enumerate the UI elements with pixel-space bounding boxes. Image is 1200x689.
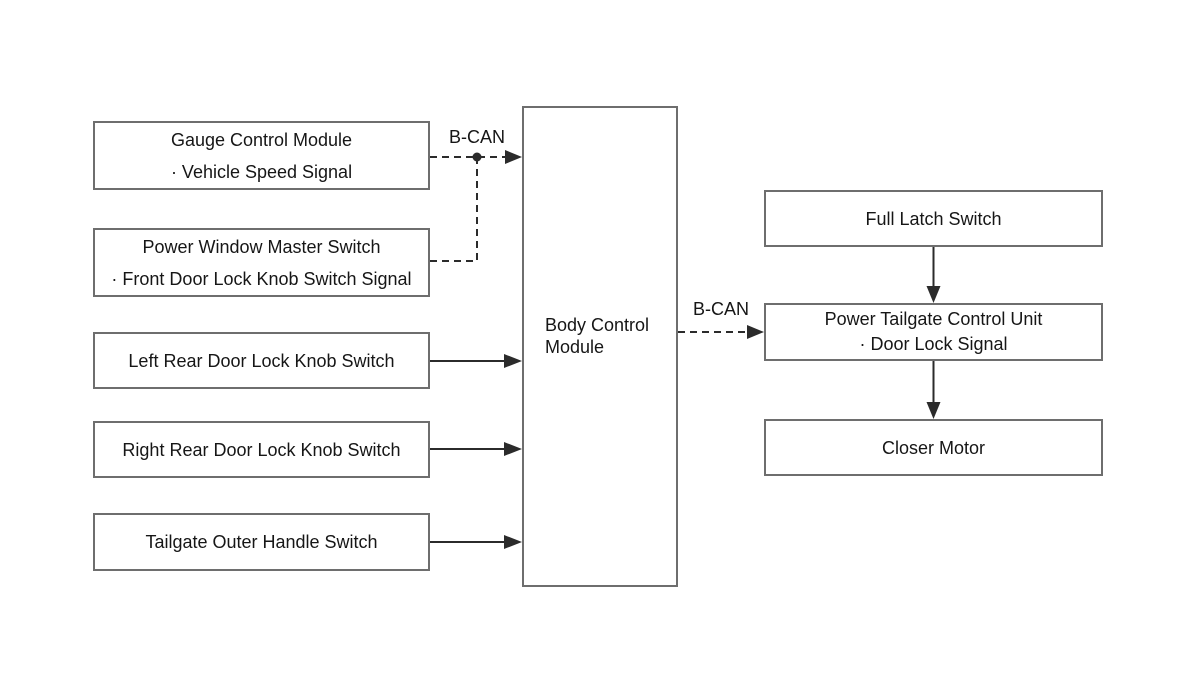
edge-bcm-to-ptcu: [678, 325, 764, 339]
node-title: Tailgate Outer Handle Switch: [145, 532, 378, 552]
bcan-bus-label-right: B-CAN: [692, 299, 749, 319]
node-subtitle: · Vehicle Speed Signal: [170, 161, 353, 182]
node-subtitle: · Door Lock Signal: [859, 334, 1008, 354]
bus-junction-dot: [472, 152, 482, 162]
node-tailgate-outer-handle-switch: Tailgate Outer Handle Switch: [93, 513, 430, 571]
node-title: Closer Motor: [881, 437, 986, 458]
node-title: Power Tailgate Control Unit: [824, 309, 1043, 329]
edge-right-rear-to-bcm: [430, 442, 522, 456]
node-title: Gauge Control Module: [170, 129, 353, 150]
node-gauge-control-module: Gauge Control Module · Vehicle Speed Sig…: [93, 121, 430, 190]
node-title: Right Rear Door Lock Knob Switch: [122, 439, 401, 460]
node-power-tailgate-control-unit: Power Tailgate Control Unit · Door Lock …: [764, 303, 1103, 361]
node-title: Power Window Master Switch: [142, 236, 381, 257]
edge-pwms-to-bcan-junction: [430, 160, 478, 262]
node-title: Left Rear Door Lock Knob Switch: [128, 350, 395, 371]
edge-left-rear-to-bcm: [430, 354, 522, 368]
node-subtitle: · Front Door Lock Knob Switch Signal: [111, 268, 412, 289]
bcan-bus-label-left: B-CAN: [448, 127, 505, 147]
edge-gauge-to-bcm: [430, 150, 522, 164]
node-body-control-module: Body Control Module: [522, 106, 678, 587]
edge-tailgate-handle-to-bcm: [430, 535, 522, 549]
node-right-rear-door-lock-knob-switch: Right Rear Door Lock Knob Switch: [93, 421, 430, 478]
node-power-window-master-switch: Power Window Master Switch · Front Door …: [93, 228, 430, 297]
node-title: Full Latch Switch: [865, 208, 1002, 229]
node-title: Body Control Module: [545, 314, 650, 357]
node-closer-motor: Closer Motor: [764, 419, 1103, 476]
node-full-latch-switch: Full Latch Switch: [764, 190, 1103, 247]
edge-full-latch-to-ptcu: [926, 247, 941, 303]
node-left-rear-door-lock-knob-switch: Left Rear Door Lock Knob Switch: [93, 332, 430, 389]
edge-ptcu-to-closer-motor: [926, 361, 941, 419]
